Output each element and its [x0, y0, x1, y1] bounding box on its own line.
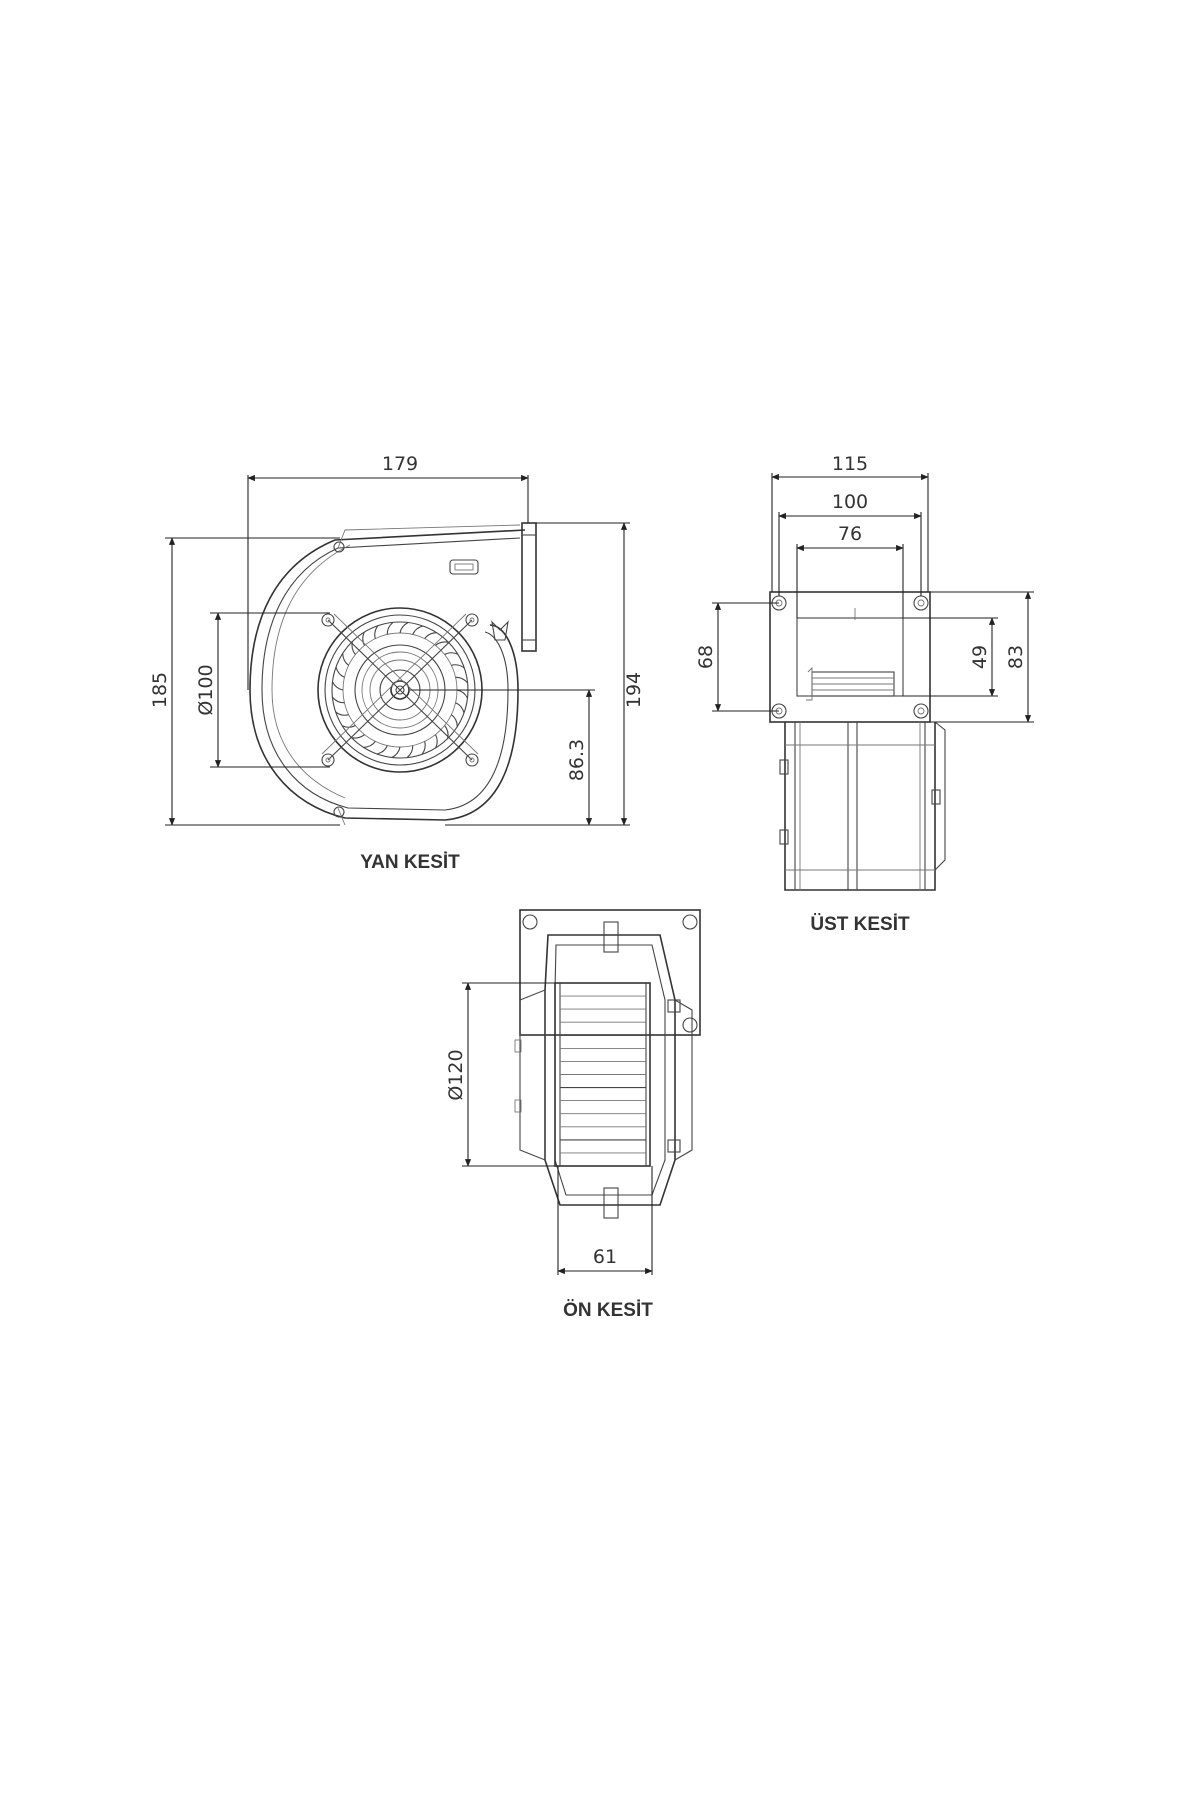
fan-blade	[386, 621, 394, 635]
fan-blade	[444, 652, 459, 655]
dim-83: 83	[1005, 645, 1027, 669]
dim-68: 68	[695, 645, 717, 669]
fan-blade	[424, 632, 437, 639]
top-view-dimensions: 115 100 76 68 49 83	[695, 453, 1034, 723]
dim-194: 194	[623, 672, 645, 708]
fan-blade	[456, 689, 468, 699]
front-view-dimensions: Ø120 61	[445, 982, 653, 1275]
fan-blade	[342, 653, 349, 666]
dim-86-3: 86.3	[566, 739, 588, 781]
front-view-wheel	[554, 982, 651, 1167]
fan-blade	[399, 622, 409, 634]
dim-76: 76	[838, 523, 862, 545]
fan-blade	[435, 641, 449, 646]
fan-blade	[331, 696, 345, 704]
side-view-caption: YAN KESİT	[360, 852, 460, 873]
dim-61: 61	[593, 1246, 617, 1268]
top-view: 115 100 76 68 49 83	[695, 453, 1034, 935]
dim-179: 179	[382, 453, 418, 475]
fan-blade	[335, 711, 349, 716]
side-view-dimensions: 179 185 194 Ø100 86.3	[149, 453, 645, 826]
fan-blade	[362, 631, 365, 646]
fan-blade	[351, 734, 365, 739]
dim-185: 185	[149, 672, 171, 708]
dim-115: 115	[832, 453, 868, 475]
dim-diameter-120: Ø120	[445, 1049, 467, 1100]
front-view-caption: ÖN KESİT	[563, 1300, 653, 1321]
fan-blade	[421, 741, 426, 755]
fan-blade	[363, 741, 376, 748]
side-view-housing	[249, 522, 537, 826]
fan-blade	[376, 745, 388, 755]
top-view-motor-body	[779, 721, 946, 891]
front-view-slats	[560, 995, 646, 1154]
side-view-fan-wheel	[317, 541, 483, 818]
fan-blade	[374, 625, 379, 639]
fan-blade	[412, 625, 424, 635]
fan-blade	[406, 745, 414, 759]
top-view-caption: ÜST KESİT	[810, 914, 910, 935]
fan-blade	[332, 681, 344, 691]
fan-blade	[341, 725, 356, 728]
fan-blade	[451, 664, 465, 669]
fan-blade	[335, 666, 345, 678]
side-view-blades	[331, 621, 469, 759]
dim-100: 100	[832, 491, 868, 513]
side-view: 179 185 194 Ø100 86.3 YAN KESİT	[149, 453, 645, 873]
fan-blade	[435, 734, 438, 749]
fan-blade	[391, 746, 401, 758]
fan-blade	[455, 676, 469, 684]
fan-blade	[451, 714, 458, 727]
dim-diameter-100: Ø100	[195, 664, 217, 715]
fan-blade	[455, 702, 465, 714]
dim-49: 49	[969, 645, 991, 669]
front-view: Ø120 61 ÖN KESİT	[445, 909, 701, 1321]
